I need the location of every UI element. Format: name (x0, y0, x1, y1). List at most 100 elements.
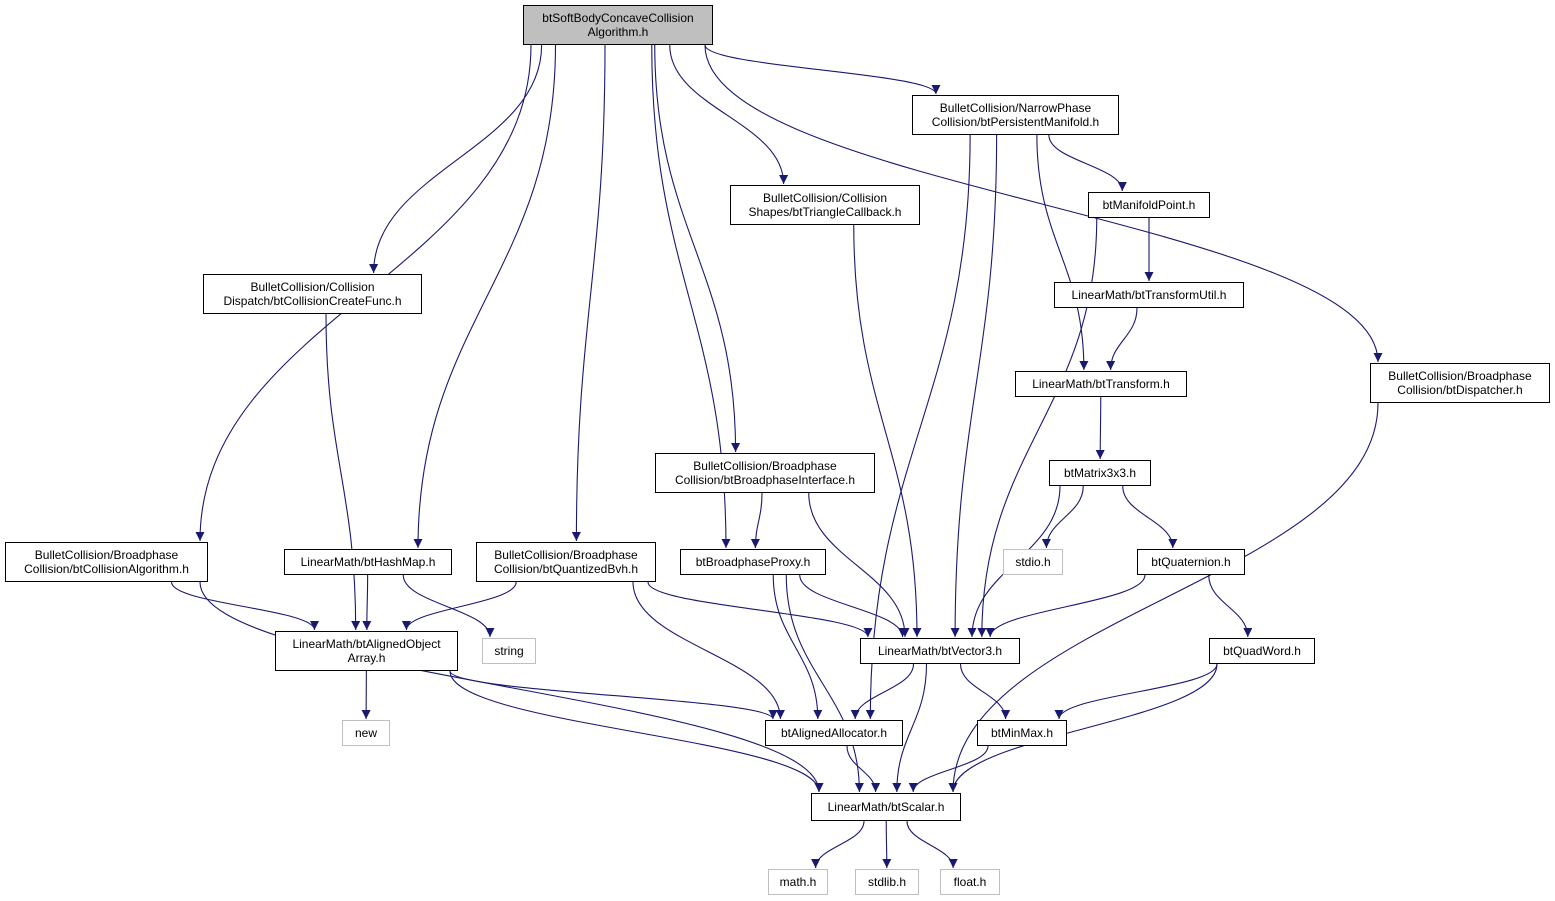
edge-collisionAlgorithm-to-alignedObjectArray (170, 581, 319, 631)
node-label-line: stdlib.h (867, 875, 907, 889)
edge-scalar-to-stdlib (882, 820, 892, 869)
node-label-line: BulletCollision/Broadphase (1388, 369, 1532, 383)
edge-root-to-hashMap (413, 44, 557, 549)
node-label-line: LinearMath/btHashMap.h (300, 555, 436, 569)
node-stdio: stdio.h (1003, 549, 1063, 575)
edge-dispatcher-to-scalar (948, 402, 1379, 793)
node-label-line: BulletCollision/Broadphase (693, 459, 837, 473)
node-label-line: BulletCollision/Broadphase (494, 548, 638, 562)
edge-triangleCallback-to-vector3 (853, 224, 922, 638)
node-label-line: btAlignedAllocator.h (780, 726, 888, 740)
edge-minMax-to-scalar (908, 745, 989, 793)
node-transform-util[interactable]: LinearMath/btTransformUtil.h (1054, 282, 1244, 308)
edge-root-to-quantizedBvh (571, 44, 606, 542)
node-hash-map[interactable]: LinearMath/btHashMap.h (284, 549, 452, 575)
node-label-line: Algorithm.h (587, 25, 649, 39)
edge-alignedAllocator-to-scalar (846, 745, 881, 793)
edge-root-to-persistentManifold (704, 44, 941, 95)
edge-root-to-triangleCallback (669, 44, 789, 185)
node-broadphase-proxy[interactable]: btBroadphaseProxy.h (680, 549, 826, 575)
node-quad-word[interactable]: btQuadWord.h (1209, 638, 1315, 664)
edge-quadWord-to-scalar (948, 663, 1218, 793)
edge-alignedObjectArray-to-scalar (449, 670, 824, 793)
edge-matrix3x3-to-quaternion (1122, 485, 1178, 549)
edge-quaternion-to-vector3 (985, 574, 1146, 638)
edge-hashMap-to-alignedObjectArray (362, 574, 372, 631)
node-label-line: LinearMath/btTransform.h (1032, 377, 1170, 391)
edge-broadphaseInterface-to-broadphaseProxy (750, 492, 763, 549)
node-label-line: btMinMax.h (990, 726, 1054, 740)
node-label-line: btQuadWord.h (1223, 644, 1301, 658)
edge-transformUtil-to-transform (1106, 307, 1138, 371)
edge-quantizedBvh-to-vector3 (647, 581, 873, 638)
node-transform[interactable]: LinearMath/btTransform.h (1015, 371, 1187, 397)
node-label-line: LinearMath/btAlignedObject (292, 637, 441, 651)
node-label-line: Collision/btBroadphaseInterface.h (674, 473, 856, 487)
edge-root-to-dispatcher (704, 44, 1383, 363)
node-label-line: LinearMath/btVector3.h (877, 644, 1003, 658)
node-label-line: btSoftBodyConcaveCollision (542, 11, 694, 25)
node-scalar[interactable]: LinearMath/btScalar.h (811, 793, 961, 821)
edge-root-to-broadphaseInterface (654, 44, 741, 453)
node-label-line: LinearMath/btScalar.h (827, 800, 945, 814)
node-manifold-point[interactable]: btManifoldPoint.h (1088, 192, 1210, 218)
node-label-line: BulletCollision/Collision (762, 191, 888, 205)
edge-persistentManifold-to-manifoldPoint (1048, 134, 1127, 192)
node-label-line: Shapes/btTriangleCallback.h (748, 205, 902, 219)
edge-scalar-to-math (811, 820, 865, 869)
node-label-line: Collision/btCollisionAlgorithm.h (24, 562, 189, 576)
edge-persistentManifold-to-transform (1036, 134, 1089, 371)
node-label-line: Collision/btDispatcher.h (1397, 383, 1523, 397)
node-label-line: Collision/btQuantizedBvh.h (493, 562, 639, 576)
node-matrix3x3[interactable]: btMatrix3x3.h (1049, 460, 1151, 486)
node-label-line: math.h (779, 875, 817, 889)
node-aligned-allocator[interactable]: btAlignedAllocator.h (765, 720, 903, 746)
node-label-line: btQuaternion.h (1151, 555, 1231, 569)
node-string: string (482, 638, 536, 664)
node-vector3[interactable]: LinearMath/btVector3.h (860, 638, 1020, 664)
edge-broadphaseProxy-to-scalar (785, 574, 864, 793)
edge-vector3-to-alignedAllocator (850, 663, 915, 720)
edge-hashMap-to-string (402, 574, 495, 638)
node-float: float.h (940, 869, 1000, 895)
edge-transform-to-matrix3x3 (1095, 396, 1105, 460)
edge-broadphaseInterface-to-vector3 (808, 492, 910, 638)
edge-scalar-to-float (906, 820, 958, 869)
edge-collisionCreateFunc-to-alignedObjectArray (325, 313, 361, 631)
node-min-max[interactable]: btMinMax.h (977, 720, 1067, 746)
node-label-line: Array.h (347, 651, 386, 665)
node-label-line: btBroadphaseProxy.h (695, 555, 811, 569)
node-quaternion[interactable]: btQuaternion.h (1137, 549, 1245, 575)
edge-persistentManifold-to-vector3 (950, 134, 998, 638)
node-label-line: Collision/btPersistentManifold.h (931, 115, 1100, 129)
edge-vector3-to-scalar (892, 663, 928, 793)
edge-persistentManifold-to-alignedAllocator (865, 134, 971, 720)
node-math: math.h (768, 869, 828, 895)
edge-matrix3x3-to-stdio (1041, 485, 1084, 549)
node-label-line: new (354, 726, 377, 740)
node-label-line: btMatrix3x3.h (1063, 466, 1137, 480)
edge-quantizedBvh-to-alignedAllocator (632, 581, 785, 720)
edge-quadWord-to-minMax (1054, 663, 1218, 720)
edge-vector3-to-minMax (959, 663, 1011, 720)
edge-root-to-collisionCreateFunc (369, 44, 543, 274)
edges (170, 44, 1383, 869)
node-label-line: float.h (953, 875, 987, 889)
edge-collisionAlgorithm-to-scalar (199, 581, 824, 793)
edge-quaternion-to-quadWord (1208, 574, 1253, 638)
node-label-line: Dispatch/btCollisionCreateFunc.h (223, 294, 402, 308)
node-label-line: LinearMath/btTransformUtil.h (1071, 288, 1227, 302)
edge-broadphaseProxy-to-vector3 (799, 574, 908, 638)
node-label-line: string (494, 644, 524, 658)
node-label-line: stdio.h (1015, 555, 1051, 569)
